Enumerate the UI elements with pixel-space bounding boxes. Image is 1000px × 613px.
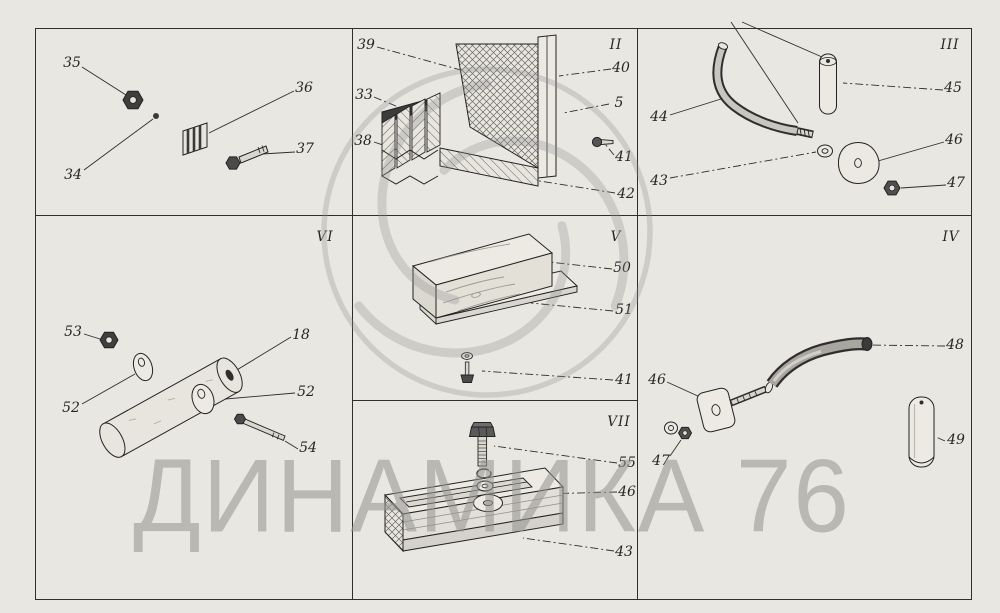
- callout-37: 37: [296, 141, 314, 157]
- callout-18: 18: [292, 327, 310, 343]
- panel-7-roman-numeral: VII: [607, 414, 631, 430]
- callout-54: 54: [299, 440, 317, 456]
- callout-43-p7: 43: [615, 544, 633, 560]
- callout-5: 5: [614, 95, 624, 111]
- panel-1: [35, 28, 353, 216]
- panel-6-roman-numeral: VI: [316, 229, 334, 245]
- callout-55: 55: [618, 455, 636, 471]
- callout-47: 47: [947, 175, 965, 191]
- callout-50: 50: [613, 260, 631, 276]
- callout-43: 43: [650, 173, 668, 189]
- callout-34: 34: [64, 167, 82, 183]
- callout-36: 36: [295, 80, 313, 96]
- panel-6: [35, 215, 353, 600]
- callout-41: 41: [615, 149, 633, 165]
- panel-3-roman-numeral: III: [940, 37, 960, 53]
- panel-2-roman-numeral: II: [609, 37, 623, 53]
- callout-46-p7: 46: [618, 484, 636, 500]
- callout-53: 53: [64, 324, 82, 340]
- panel-5-roman-numeral: V: [610, 229, 622, 245]
- callout-42: 42: [617, 186, 635, 202]
- callout-33: 33: [355, 87, 373, 103]
- callout-48: 48: [946, 337, 964, 353]
- callout-47-p4: 47: [652, 453, 670, 469]
- panel-4: [637, 215, 972, 600]
- callout-49: 49: [947, 432, 965, 448]
- callout-46-p4: 46: [648, 372, 666, 388]
- callout-51: 51: [615, 302, 633, 318]
- callout-45: 45: [944, 80, 962, 96]
- callout-40: 40: [612, 60, 630, 76]
- callout-44: 44: [650, 109, 668, 125]
- panel-3: [637, 28, 972, 216]
- panel-4-roman-numeral: IV: [942, 229, 960, 245]
- panel-5: [352, 215, 638, 401]
- callout-35: 35: [63, 55, 81, 71]
- callout-39: 39: [357, 37, 375, 53]
- callout-52-right: 52: [297, 384, 315, 400]
- panel-7: [352, 400, 638, 600]
- callout-52-left: 52: [62, 400, 80, 416]
- callout-38: 38: [354, 133, 372, 149]
- callout-41-p5: 41: [615, 372, 633, 388]
- panel-2: [352, 28, 638, 216]
- callout-46: 46: [945, 132, 963, 148]
